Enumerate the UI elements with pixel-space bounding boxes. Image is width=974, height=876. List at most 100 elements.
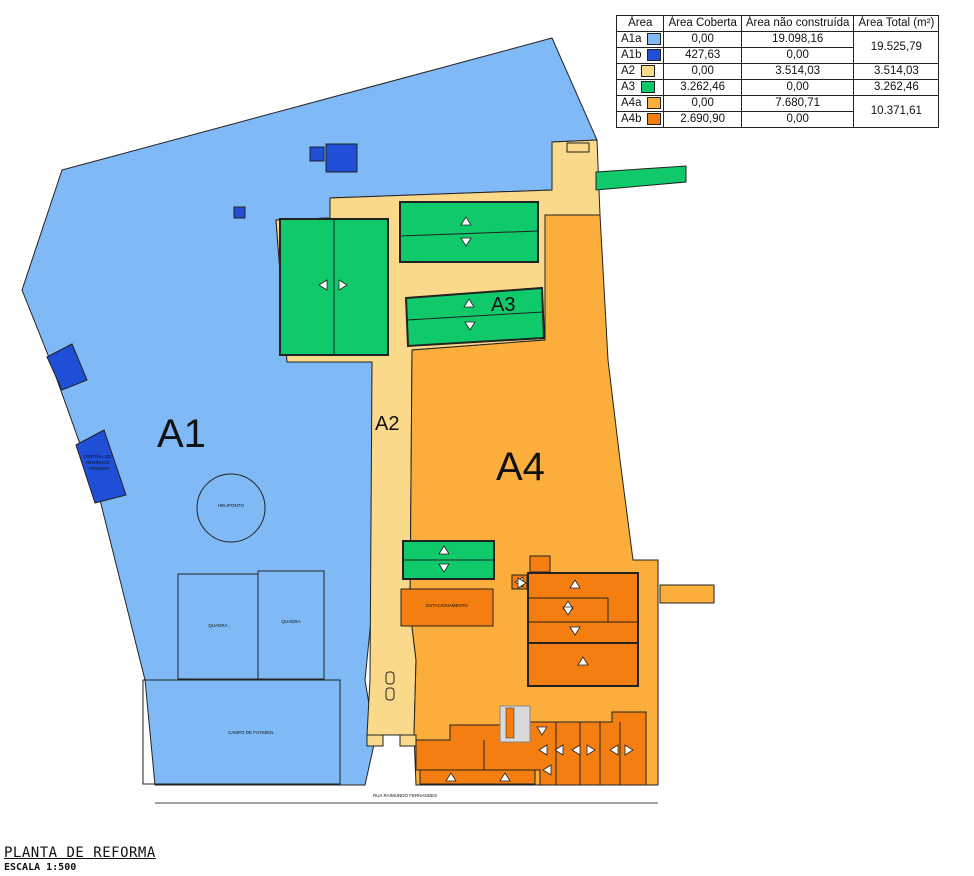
cell-code: A1b [615,47,665,64]
arrow-marker-icon [460,237,472,247]
arrow-marker-icon [577,656,589,666]
zone-a4a-entrance [659,584,715,604]
post-2 [385,687,395,701]
arrow-marker-icon [586,744,596,756]
label-quadra-left: QUADRA [208,623,227,628]
table-row-a1b: A1b 427,63 0,00 [615,47,939,64]
label-street: RUA RAIMUNDO FERNANDES [373,793,437,798]
header-total: Área Total (m²) [853,15,940,32]
green-block-mid [404,286,546,348]
label-central-2: RESÍDUOS [86,459,110,465]
gate-right [399,734,417,747]
estacionamento-block [400,588,494,627]
arrow-marker-icon [499,772,511,782]
label-campo: CAMPO DE FUTEBOL [228,730,275,735]
blue-structure-central [75,429,127,504]
cell-coberta: 3.262,46 [663,79,742,96]
arrow-marker-icon [536,726,548,736]
arrow-marker-icon [517,577,527,589]
cell-coberta: 2.690,90 [663,111,742,128]
label-estacionamento: ESTACIONAMENTO [426,603,468,608]
swatch-a3 [641,80,656,93]
arrow-marker-icon [569,579,581,589]
orange-building-small-1 [529,555,551,573]
arrow-marker-icon [438,545,450,555]
arrow-marker-icon [538,744,548,756]
label-central-1: CENTRAL DE [83,454,111,459]
arrow-marker-icon [438,563,450,573]
campo-futebol [142,679,341,785]
arrow-marker-icon [624,744,634,756]
gate-left [366,734,384,747]
cell-code: A2 [615,63,665,80]
label-quadra-right: QUADRA [281,619,300,624]
blue-structure-4 [46,343,88,391]
label-heliponto: HELIPONTO [218,503,244,508]
header-area: Área [615,15,665,32]
arrow-marker-icon [554,744,564,756]
header-coberta: Área Coberta [663,15,742,32]
orange-building-main [527,572,639,644]
cell-coberta: 0,00 [663,95,742,112]
code-text: A1a [621,33,642,45]
label-a4: A4 [496,445,545,489]
arrow-marker-icon [463,298,475,308]
cell-coberta: 0,00 [663,63,742,80]
cell-nao-construida: 0,00 [740,47,855,64]
arrow-marker-icon [609,744,619,756]
table-row-a4a: A4a 0,00 7.680,71 10.371,61 [615,95,940,128]
quadra-right [257,570,325,680]
swatch-a2 [641,64,656,77]
swatch-a1b [647,48,662,61]
arrow-marker-icon [562,606,574,616]
swatch-a4a [647,96,662,109]
cell-total-a3: 3.262,46 [853,79,940,96]
label-a3: A3 [491,294,515,316]
area-table-header: Área Área Coberta Área não construída Ár… [615,15,940,32]
label-central-3: SÓLIDOS [89,465,109,471]
arrow-marker-icon [338,279,348,291]
arrow-marker-icon [318,279,328,291]
arrow-marker-icon [542,764,552,776]
swatch-a1a [647,32,662,45]
arrow-marker-icon [571,744,581,756]
ramp-stairs [505,707,515,739]
arrow-markers [318,216,634,782]
code-text: A4b [621,113,642,125]
cell-code: A4a [615,95,665,112]
post-1 [385,671,395,685]
cell-code: A4b [615,111,665,128]
cell-total-a1: 19.525,79 [853,31,940,64]
plan-title: PLANTA DE REFORMA [4,845,156,861]
header-nao-construida: Área não construída [740,15,855,32]
code-text: A1b [621,49,642,61]
cell-nao-construida: 7.680,71 [740,95,855,112]
arrow-marker-icon [569,626,581,636]
cell-nao-construida: 3.514,03 [740,63,855,80]
table-row-a4b: A4b 2.690,90 0,00 [615,111,939,128]
cell-code: A1a [615,31,665,48]
orange-buildings-bottom [415,711,647,786]
gatehouse-top-right [566,142,590,153]
cell-code: A3 [615,79,665,96]
arrow-marker-icon [464,321,476,331]
area-table: Área Área Coberta Área não construída Ár… [615,15,940,128]
zone-a3-entrance [595,165,687,191]
table-row-a2: A2 0,00 3.514,03 3.514,03 [615,63,940,80]
ramp-element [499,705,531,743]
cell-nao-construida: 0,00 [740,111,855,128]
green-block-mid-divider [406,311,544,321]
table-row-a1a: A1a 0,00 19.098,16 19.525,79 [615,31,940,64]
cell-nao-construida: 19.098,16 [740,31,855,48]
blue-structure-3 [233,206,246,219]
table-row-a3: A3 3.262,46 0,00 3.262,46 [615,79,940,96]
label-a1: A1 [157,412,206,456]
green-block-top-divider [399,230,539,237]
code-text: A2 [621,65,636,77]
cell-total-a2: 3.514,03 [853,63,940,80]
heliponto-circle [196,473,266,543]
code-text: A4a [621,97,642,109]
cell-nao-construida: 0,00 [740,79,855,96]
title-block: PLANTA DE REFORMA ESCALA 1:500 [4,845,156,873]
